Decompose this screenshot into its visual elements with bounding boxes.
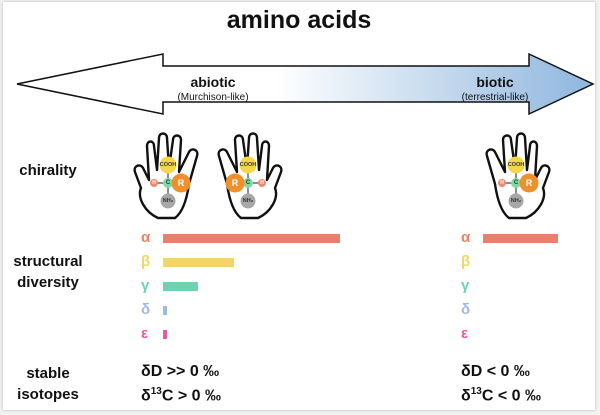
biotic-d13c-prefix: δ — [461, 387, 471, 405]
r-group-text: R — [526, 178, 533, 188]
cooh-group — [159, 156, 177, 174]
biotic-hand: COOH NH₂ H C R — [485, 132, 551, 220]
diversity-row: α — [141, 229, 341, 249]
r-group-text: R — [178, 178, 185, 188]
nh2-group — [508, 193, 524, 209]
hydrogen-atom — [150, 179, 158, 187]
diversity-label: β — [461, 253, 471, 270]
figure-panel: amino acids abiotic (Murchison-like) bio… — [3, 2, 595, 410]
nh2-group — [160, 193, 176, 209]
figure-title: amino acids — [226, 6, 372, 34]
biotic-d13c-mass: 13 — [470, 386, 482, 397]
abiotic-d13c-mass: 13 — [150, 386, 162, 397]
r-group — [225, 173, 245, 193]
isotopes-label-line1: stable — [26, 365, 70, 382]
cooh-text: COOH — [240, 162, 257, 168]
chirality-label: chirality — [19, 162, 77, 179]
diversity-row: α — [461, 229, 581, 249]
carbon-text: C — [246, 180, 251, 186]
isotopes-label-line2: isotopes — [17, 386, 79, 403]
diversity-bar — [163, 234, 340, 243]
hydrogen-text: H — [260, 180, 264, 186]
nh2-text: NH₂ — [511, 198, 522, 204]
carbon-text: C — [514, 180, 519, 186]
diversity-bar — [163, 282, 199, 291]
hydrogen-text: H — [152, 180, 156, 186]
cooh-text: COOH — [508, 162, 525, 168]
diversity-row: γ — [461, 277, 581, 297]
r-group — [171, 173, 191, 193]
cooh-group — [507, 156, 525, 174]
diversity-label: δ — [141, 301, 151, 318]
structural-label-line1: structural — [13, 253, 83, 270]
carbon-atom — [511, 178, 521, 188]
diversity-row: γ — [141, 277, 341, 297]
hydrogen-atom — [498, 179, 506, 187]
diversity-row: δ — [141, 301, 341, 321]
diversity-label: α — [141, 229, 151, 246]
diversity-label: δ — [461, 301, 471, 318]
diversity-row: ε — [141, 325, 341, 345]
diversity-label: ε — [461, 325, 469, 342]
left-hand-enantiomer: COOH NH₂ H C R — [133, 132, 199, 220]
carbon-text: C — [166, 180, 171, 186]
nh2-group — [240, 193, 256, 209]
diversity-bar — [483, 234, 558, 243]
diversity-label: β — [141, 253, 151, 270]
abiotic-d13c-suffix: C > 0 ‰ — [161, 387, 221, 405]
abiotic-sublabel: (Murchison-like) — [177, 92, 249, 103]
diversity-bar — [163, 258, 234, 267]
biotic-d13c-suffix: C < 0 ‰ — [481, 387, 541, 405]
abiotic-label: abiotic — [190, 74, 236, 90]
cooh-text: COOH — [160, 162, 177, 168]
hand-outline — [485, 132, 551, 220]
abiotic-d13c: δ13C > 0 ‰ — [141, 386, 221, 405]
biotic-dd: δD < 0 ‰ — [461, 363, 530, 380]
right-hand-enantiomer: COOH NH₂ H C R — [217, 132, 283, 220]
biotic-d13c: δ13C < 0 ‰ — [461, 386, 541, 405]
structural-label-line2: diversity — [17, 274, 79, 291]
diversity-row: β — [461, 253, 581, 273]
nh2-text: NH₂ — [163, 198, 174, 204]
diversity-label: γ — [141, 277, 150, 294]
r-group-text: R — [232, 178, 239, 188]
abiotic-dd: δD >> 0 ‰ — [141, 363, 220, 380]
hand-outline — [217, 132, 283, 220]
diversity-label: α — [461, 229, 471, 246]
cooh-group — [239, 156, 257, 174]
diversity-bar — [163, 330, 167, 339]
carbon-atom — [163, 178, 173, 188]
biotic-sublabel: (terrestrial-like) — [461, 92, 529, 103]
diversity-row: δ — [461, 301, 581, 321]
abiotic-biotic-arrow — [16, 52, 595, 116]
hydrogen-text: H — [500, 180, 504, 186]
carbon-atom — [243, 178, 253, 188]
nh2-text: NH₂ — [243, 198, 254, 204]
biotic-label: biotic — [476, 74, 514, 90]
hydrogen-atom — [258, 179, 266, 187]
diversity-label: γ — [461, 277, 470, 294]
abiotic-d13c-prefix: δ — [141, 387, 151, 405]
r-group — [519, 173, 539, 193]
hand-outline — [133, 132, 199, 220]
diversity-bar — [163, 306, 167, 315]
diversity-row: β — [141, 253, 341, 273]
diversity-label: ε — [141, 325, 149, 342]
diversity-row: ε — [461, 325, 581, 345]
